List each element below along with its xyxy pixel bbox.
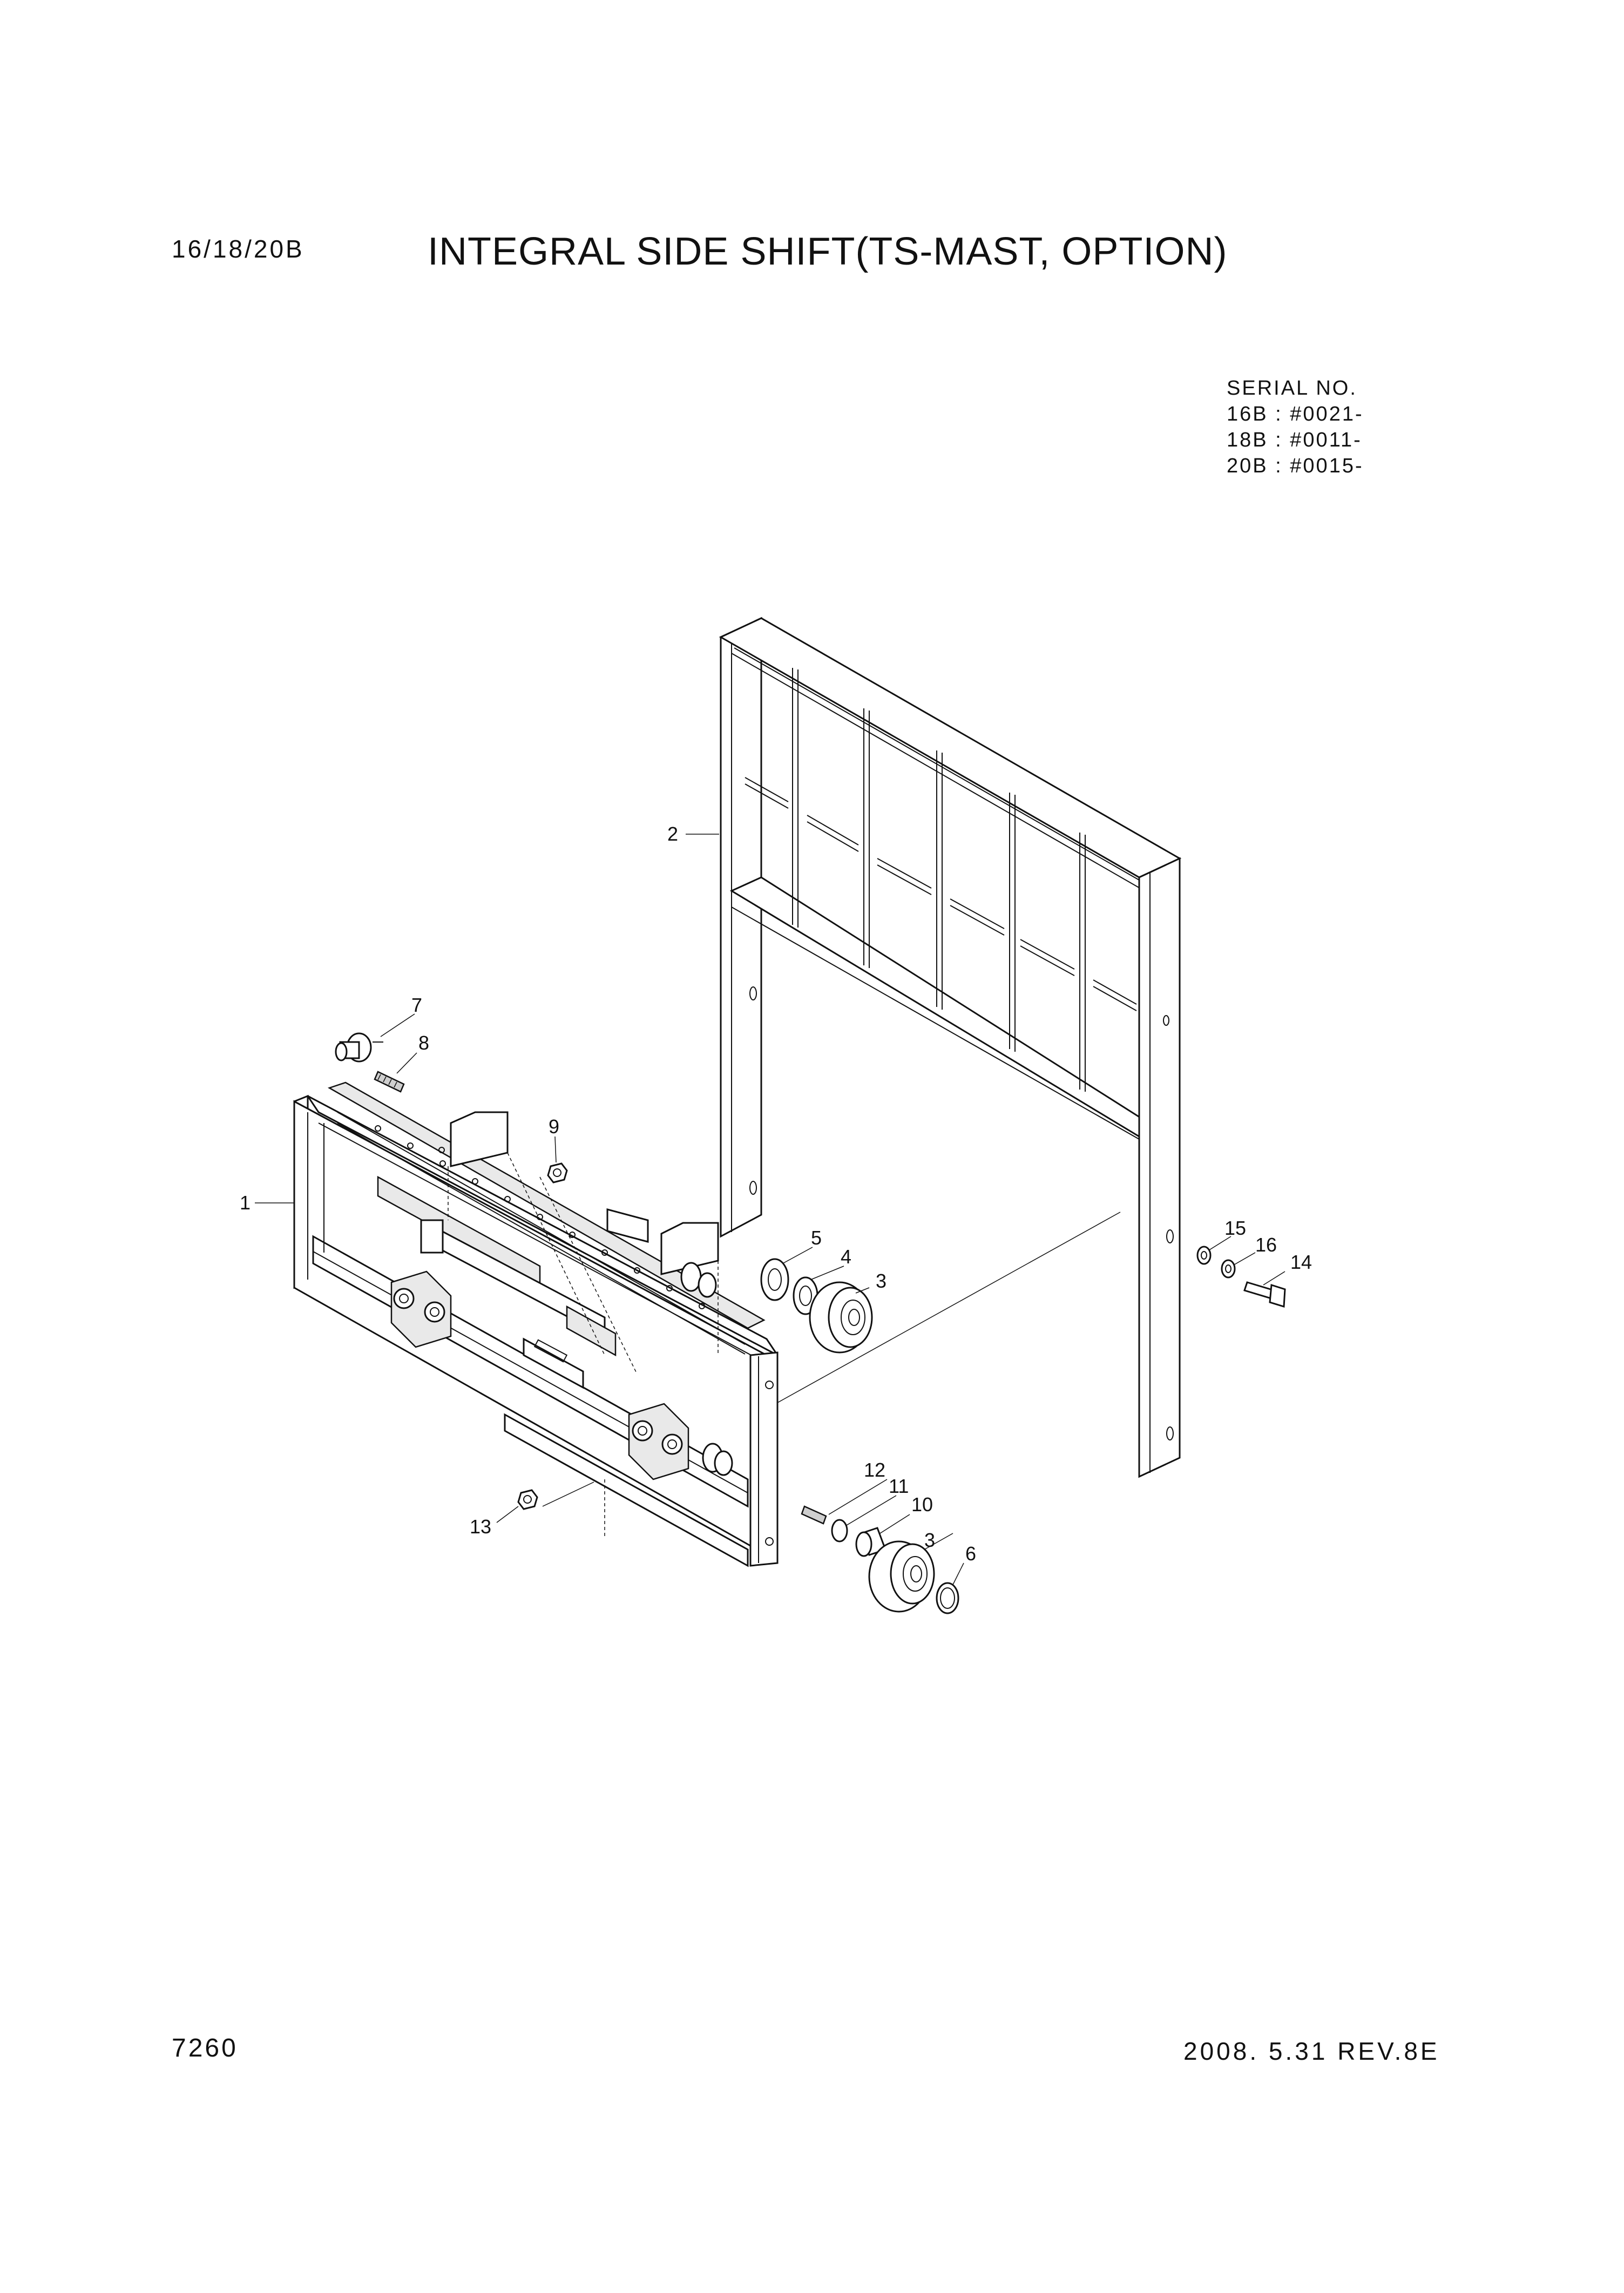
callout-8: 8 [418, 1032, 429, 1054]
part-8-stud [374, 1071, 405, 1093]
callout-7: 7 [411, 994, 422, 1016]
callout-12: 12 [864, 1459, 885, 1481]
callout-3-lower: 3 [924, 1529, 935, 1551]
callout-6: 6 [965, 1543, 976, 1565]
carriage-plate [293, 1100, 768, 1557]
part-3-bearing-lower [868, 1540, 935, 1613]
callout-3-upper: 3 [876, 1270, 887, 1292]
backrest-top-rail [719, 617, 1182, 878]
part-3-bearing-upper [809, 1281, 873, 1354]
part-13-nut [517, 1489, 538, 1510]
callout-16: 16 [1255, 1234, 1277, 1256]
serial-line-16b: 16B : #0021- [1227, 403, 1364, 425]
callout-4: 4 [841, 1246, 851, 1268]
serial-line-18b: 18B : #0011- [1227, 429, 1362, 451]
carriage-drawing [293, 1081, 779, 1567]
backrest-drawing [719, 617, 1182, 1478]
callout-1: 1 [240, 1192, 251, 1214]
callout-11: 11 [889, 1475, 909, 1497]
callout-13: 13 [470, 1516, 491, 1538]
model-code: 16/18/20B [172, 235, 304, 263]
backrest-left-upright [720, 617, 762, 1238]
revision-date: 2008. 5.31 REV.8E [1183, 2037, 1440, 2065]
part-12-set-screw [801, 1505, 827, 1525]
part-16-washer [1221, 1259, 1236, 1279]
part-9-nut [547, 1162, 568, 1183]
part-14-bolt [1243, 1281, 1286, 1308]
callout-5: 5 [811, 1227, 822, 1249]
part-6-snap-ring [936, 1582, 959, 1614]
serial-heading: SERIAL NO. [1227, 377, 1357, 400]
callout-9: 9 [549, 1115, 559, 1138]
part-5-washer [760, 1258, 789, 1301]
part-7-roller-stud [335, 1032, 383, 1063]
backrest-cross-bar [729, 876, 1146, 1138]
callout-10: 10 [911, 1493, 933, 1516]
guide-line [542, 1482, 594, 1507]
callout-2: 2 [667, 823, 678, 845]
serial-line-20b: 20B : #0015- [1227, 455, 1364, 477]
page-number: 7260 [172, 2034, 238, 2062]
part-15-washer [1196, 1246, 1212, 1265]
callout-15: 15 [1224, 1217, 1246, 1239]
guide-line [777, 1212, 1121, 1403]
page-title: INTEGRAL SIDE SHIFT(TS-MAST, OPTION) [428, 230, 1228, 273]
backrest-right-upright [1138, 857, 1181, 1478]
part-11-ring [831, 1519, 848, 1543]
callout-14: 14 [1290, 1251, 1312, 1273]
